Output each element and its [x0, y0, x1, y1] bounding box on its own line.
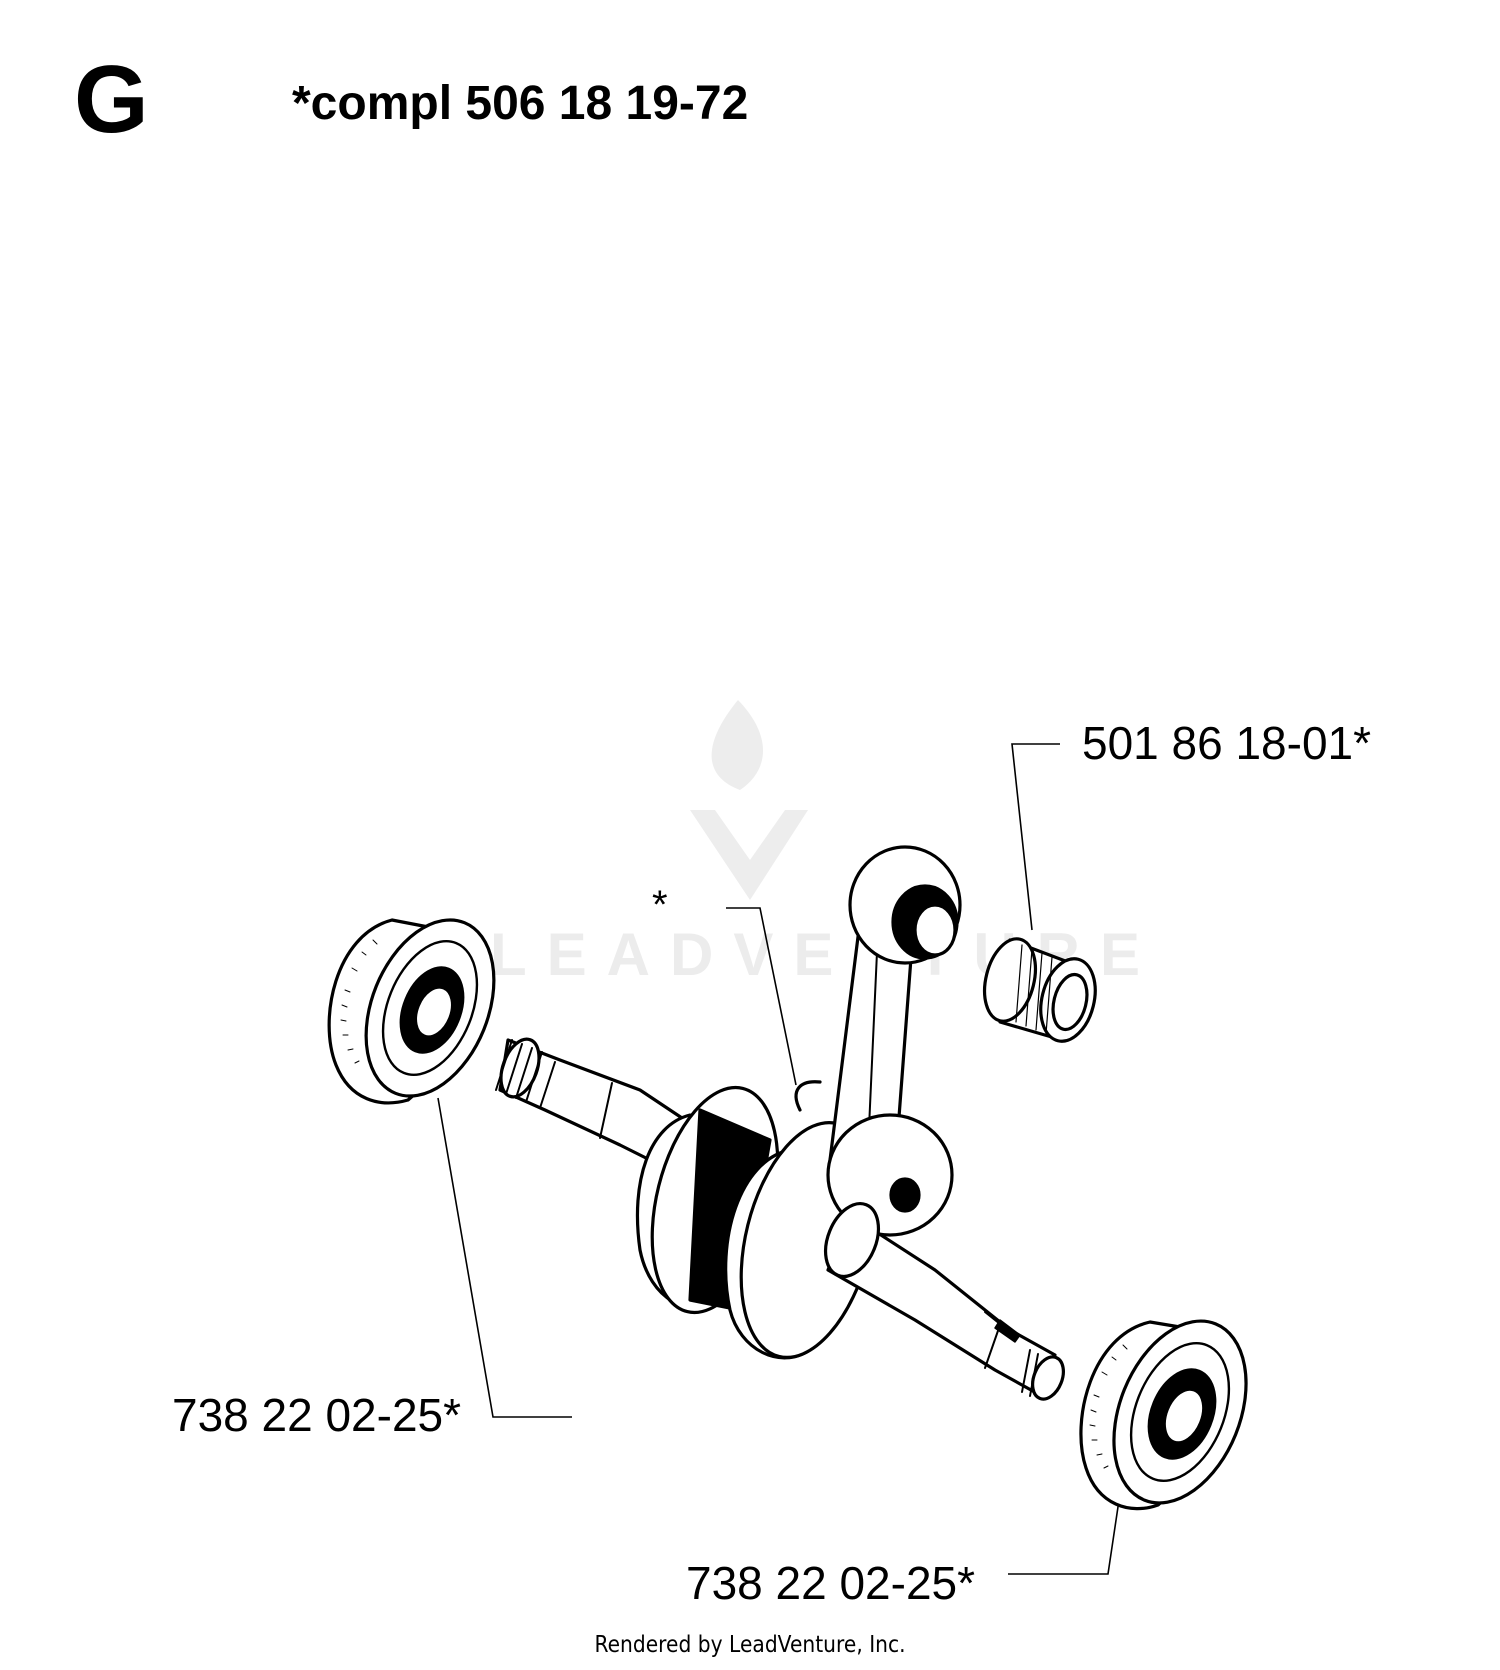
leader-crank	[726, 907, 797, 1086]
right-shaft	[823, 1202, 1065, 1401]
left-crank-web	[635, 1085, 780, 1315]
needle-bearing	[982, 937, 1097, 1043]
callout-bearing-left: 738 22 02-25*	[172, 1389, 462, 1441]
watermark-logo-icon	[690, 700, 808, 900]
callout-pin-bearing: 501 86 18-01*	[1082, 717, 1372, 769]
left-main-bearing	[327, 918, 496, 1105]
leader-pin-bearing	[1011, 743, 1060, 931]
leader-bearing-left	[437, 1097, 572, 1418]
callout-bearing-right: 738 22 02-25*	[686, 1557, 976, 1609]
callout-crankshaft: *	[652, 883, 668, 927]
assembly-title: *compl 506 18 19-72	[292, 77, 749, 130]
leader-lines	[437, 743, 1123, 1575]
right-main-bearing	[1079, 1319, 1248, 1511]
connecting-rod	[794, 845, 962, 1237]
footer-credit: Rendered by LeadVenture, Inc.	[594, 1632, 906, 1658]
parts-drawing	[327, 845, 1248, 1511]
leader-bearing-right	[1008, 1479, 1123, 1575]
section-letter: G	[74, 46, 149, 153]
